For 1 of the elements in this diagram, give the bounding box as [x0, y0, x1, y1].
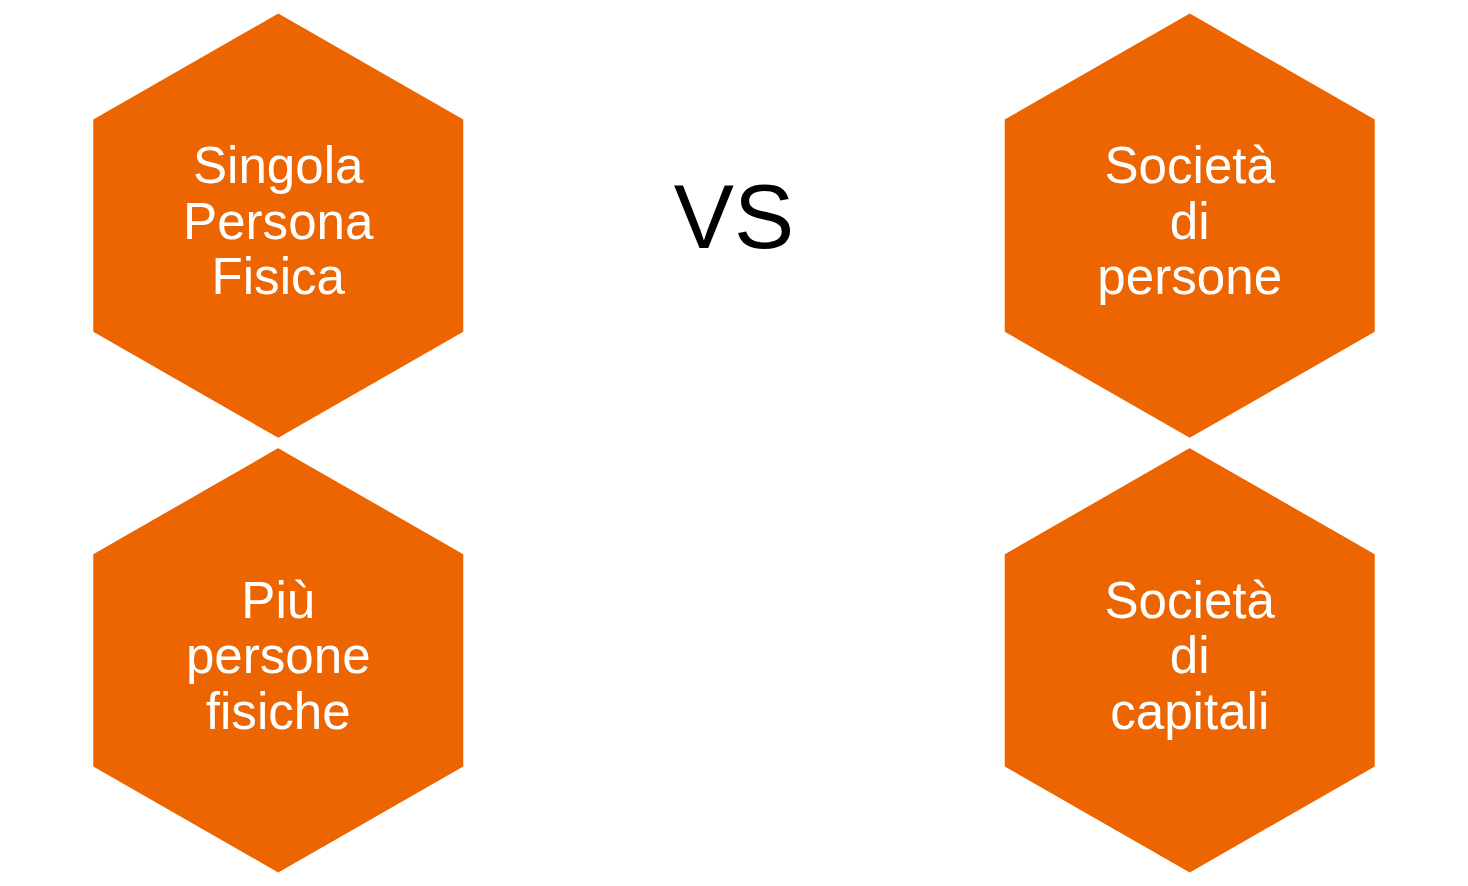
label: VS: [673, 166, 795, 268]
